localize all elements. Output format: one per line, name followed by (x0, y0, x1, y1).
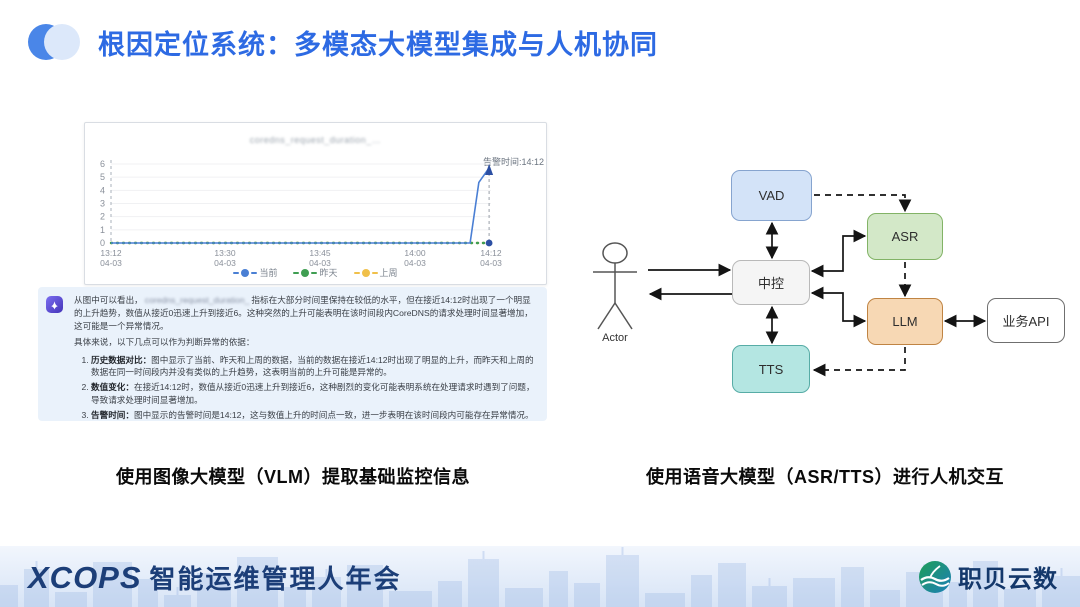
analysis-text: 从图中可以看出，coredns_request_duration_指标在大部分时… (74, 294, 539, 421)
venn-circles-icon (28, 22, 80, 62)
blurred-metric-name: coredns_request_duration_ (144, 295, 250, 305)
svg-text:04-03: 04-03 (404, 258, 426, 268)
city-skyline-decoration (0, 547, 1080, 607)
analysis-list: 历史数据对比：图中显示了当前、昨天和上周的数据，当前的数据在接近14:12时出现… (74, 354, 539, 421)
line-chart: 012345613:1204-0313:3004-0313:4504-0314:… (100, 159, 502, 268)
footer: XCOPS 智能运维管理人年会 职贝云数 (0, 546, 1080, 607)
list-item: 数值变化：在接近14:12时，数值从接近0迅速上升到接近6，这种剧烈的变化可能表… (91, 381, 539, 407)
conference-brand: XCOPS 智能运维管理人年会 (28, 559, 402, 596)
company-name: 职贝云数 (958, 566, 1058, 593)
caption-vlm: 使用图像大模型（VLM）提取基础监控信息 (116, 467, 470, 487)
svg-text:04-03: 04-03 (214, 258, 236, 268)
actor-figure (593, 242, 637, 330)
page-title: 根因定位系统：多模态大模型集成与人机协同 (98, 29, 658, 60)
caption-asr-tts: 使用语音大模型（ASR/TTS）进行人机交互 (646, 467, 1004, 487)
svg-text:1: 1 (100, 225, 105, 235)
legend-item: 上周 (353, 266, 398, 279)
ai-assistant-icon (46, 296, 63, 313)
xcops-logo: XCOPS (28, 560, 142, 595)
company-logo: 职贝云数 (918, 559, 1058, 594)
analysis-lead-in: 具体来说，以下几点可以作为判断异常的依据： (74, 336, 255, 347)
chart-title: coredns_request_duration_… (249, 135, 382, 145)
node-tts: TTS (732, 345, 810, 393)
voice-architecture-diagram: VAD 中控 TTS ASR LLM 业务API Actor (585, 143, 1065, 418)
node-vad: VAD (731, 170, 812, 221)
svg-text:6: 6 (100, 159, 105, 169)
svg-text:13:12: 13:12 (100, 248, 122, 258)
svg-text:4: 4 (100, 185, 105, 195)
list-item: 历史数据对比：图中显示了当前、昨天和上周的数据，当前的数据在接近14:12时出现… (91, 354, 539, 380)
svg-text:0: 0 (100, 238, 105, 248)
node-business-api: 业务API (987, 298, 1065, 343)
list-item: 告警时间：图中显示的告警时间是14:12，这与数值上升的时间点一致，进一步表明在… (91, 409, 539, 421)
slide-header: 根因定位系统：多模态大模型集成与人机协同 (28, 22, 658, 62)
analysis-paragraph: 从图中可以看出，coredns_request_duration_指标在大部分时… (74, 295, 533, 331)
alert-time-annotation: 告警时间:14:12 (482, 157, 544, 167)
globe-wave-icon (919, 560, 951, 593)
svg-text:13:45: 13:45 (309, 248, 331, 258)
legend-item: 昨天 (293, 266, 338, 279)
svg-text:14:12: 14:12 (480, 248, 502, 258)
svg-text:04-03: 04-03 (100, 258, 122, 268)
diagram-connectors (593, 194, 987, 377)
svg-text:5: 5 (100, 172, 105, 182)
svg-text:13:30: 13:30 (214, 248, 236, 258)
svg-text:2: 2 (100, 212, 105, 222)
actor-label: Actor (602, 332, 628, 344)
svg-text:04-03: 04-03 (480, 258, 502, 268)
node-central-control: 中控 (732, 260, 810, 305)
svg-text:3: 3 (100, 199, 105, 209)
node-llm: LLM (867, 298, 943, 345)
chart-legend: 当前 昨天 上周 (85, 266, 546, 279)
ai-analysis-card: 从图中可以看出，coredns_request_duration_指标在大部分时… (38, 287, 547, 421)
svg-text:04-03: 04-03 (309, 258, 331, 268)
conference-name: 智能运维管理人年会 (149, 564, 402, 594)
legend-item: 当前 (233, 266, 277, 279)
svg-text:14:00: 14:00 (404, 248, 426, 258)
node-asr: ASR (867, 213, 943, 260)
